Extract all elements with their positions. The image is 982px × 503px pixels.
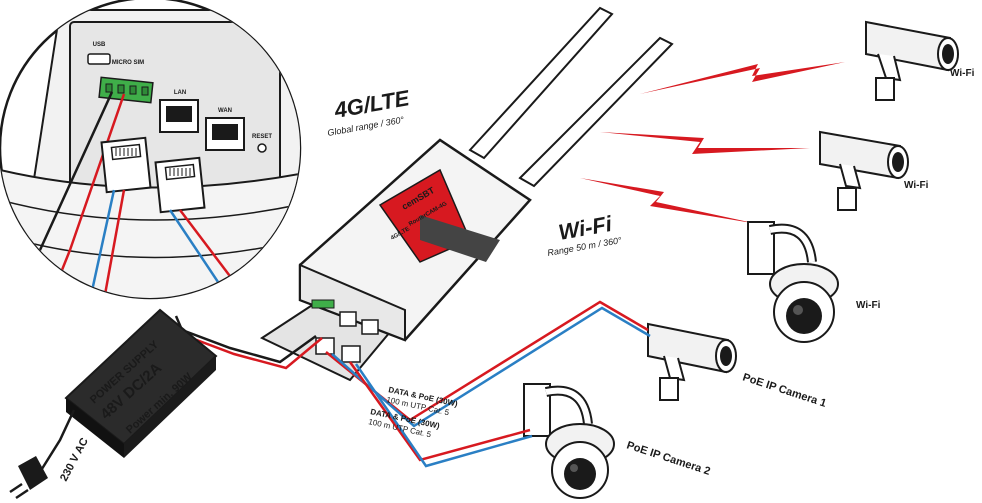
camera-wifi-label-1: Wi-Fi [950, 68, 975, 79]
poe-camera-2-icon [523, 383, 615, 499]
bullet-camera-icon [865, 20, 959, 101]
poe-camera-2-label: PoE IP Camera 2 [625, 439, 712, 477]
device-sim-terminal [311, 299, 335, 309]
camera-wifi-label-2: Wi-Fi [904, 180, 929, 191]
mains-voltage-label: 230 V AC [58, 436, 91, 483]
device-lan-port [339, 311, 357, 327]
port-label-sim: MICRO SIM [112, 60, 144, 66]
sim-terminal-icon [98, 76, 154, 104]
mains-cable [38, 409, 76, 473]
lightning-signal-icon [600, 132, 810, 154]
rj45-plug-icon [100, 136, 152, 194]
port-label-lan: LAN [174, 90, 186, 96]
device-plug-2 [341, 345, 361, 363]
wan-port-icon [205, 117, 245, 151]
rj45-plug-icon [154, 156, 206, 214]
lan-port-icon [159, 99, 199, 133]
camera-wifi-label-3: Wi-Fi [856, 300, 881, 311]
power-supply-unit: POWER SUPPLY 48V DC/2A [64, 308, 218, 458]
port-label-usb: USB [93, 42, 106, 48]
bullet-camera-icon [819, 130, 909, 211]
antenna-left [468, 6, 614, 160]
dome-camera-icon [747, 221, 839, 343]
device-plug-1 [315, 337, 335, 355]
poe-camera-1-icon [647, 322, 737, 401]
device-wan-port [361, 319, 379, 335]
poe-camera-1-label: PoE IP Camera 1 [741, 371, 828, 409]
cable-poe-2 [348, 361, 533, 468]
zoom-inset: USB MICRO SIM LAN WAN [0, 0, 302, 300]
antenna-right [518, 36, 674, 188]
power-plug-icon [9, 456, 48, 500]
lightning-signal-icon [640, 62, 845, 94]
usb-port-icon [87, 53, 111, 65]
port-label-wan: WAN [218, 108, 232, 114]
port-label-reset: RESET [252, 134, 272, 140]
router-device: cemSBT RouterCAM-4G 4G/LTE [259, 138, 532, 382]
reset-button-icon [257, 143, 267, 153]
